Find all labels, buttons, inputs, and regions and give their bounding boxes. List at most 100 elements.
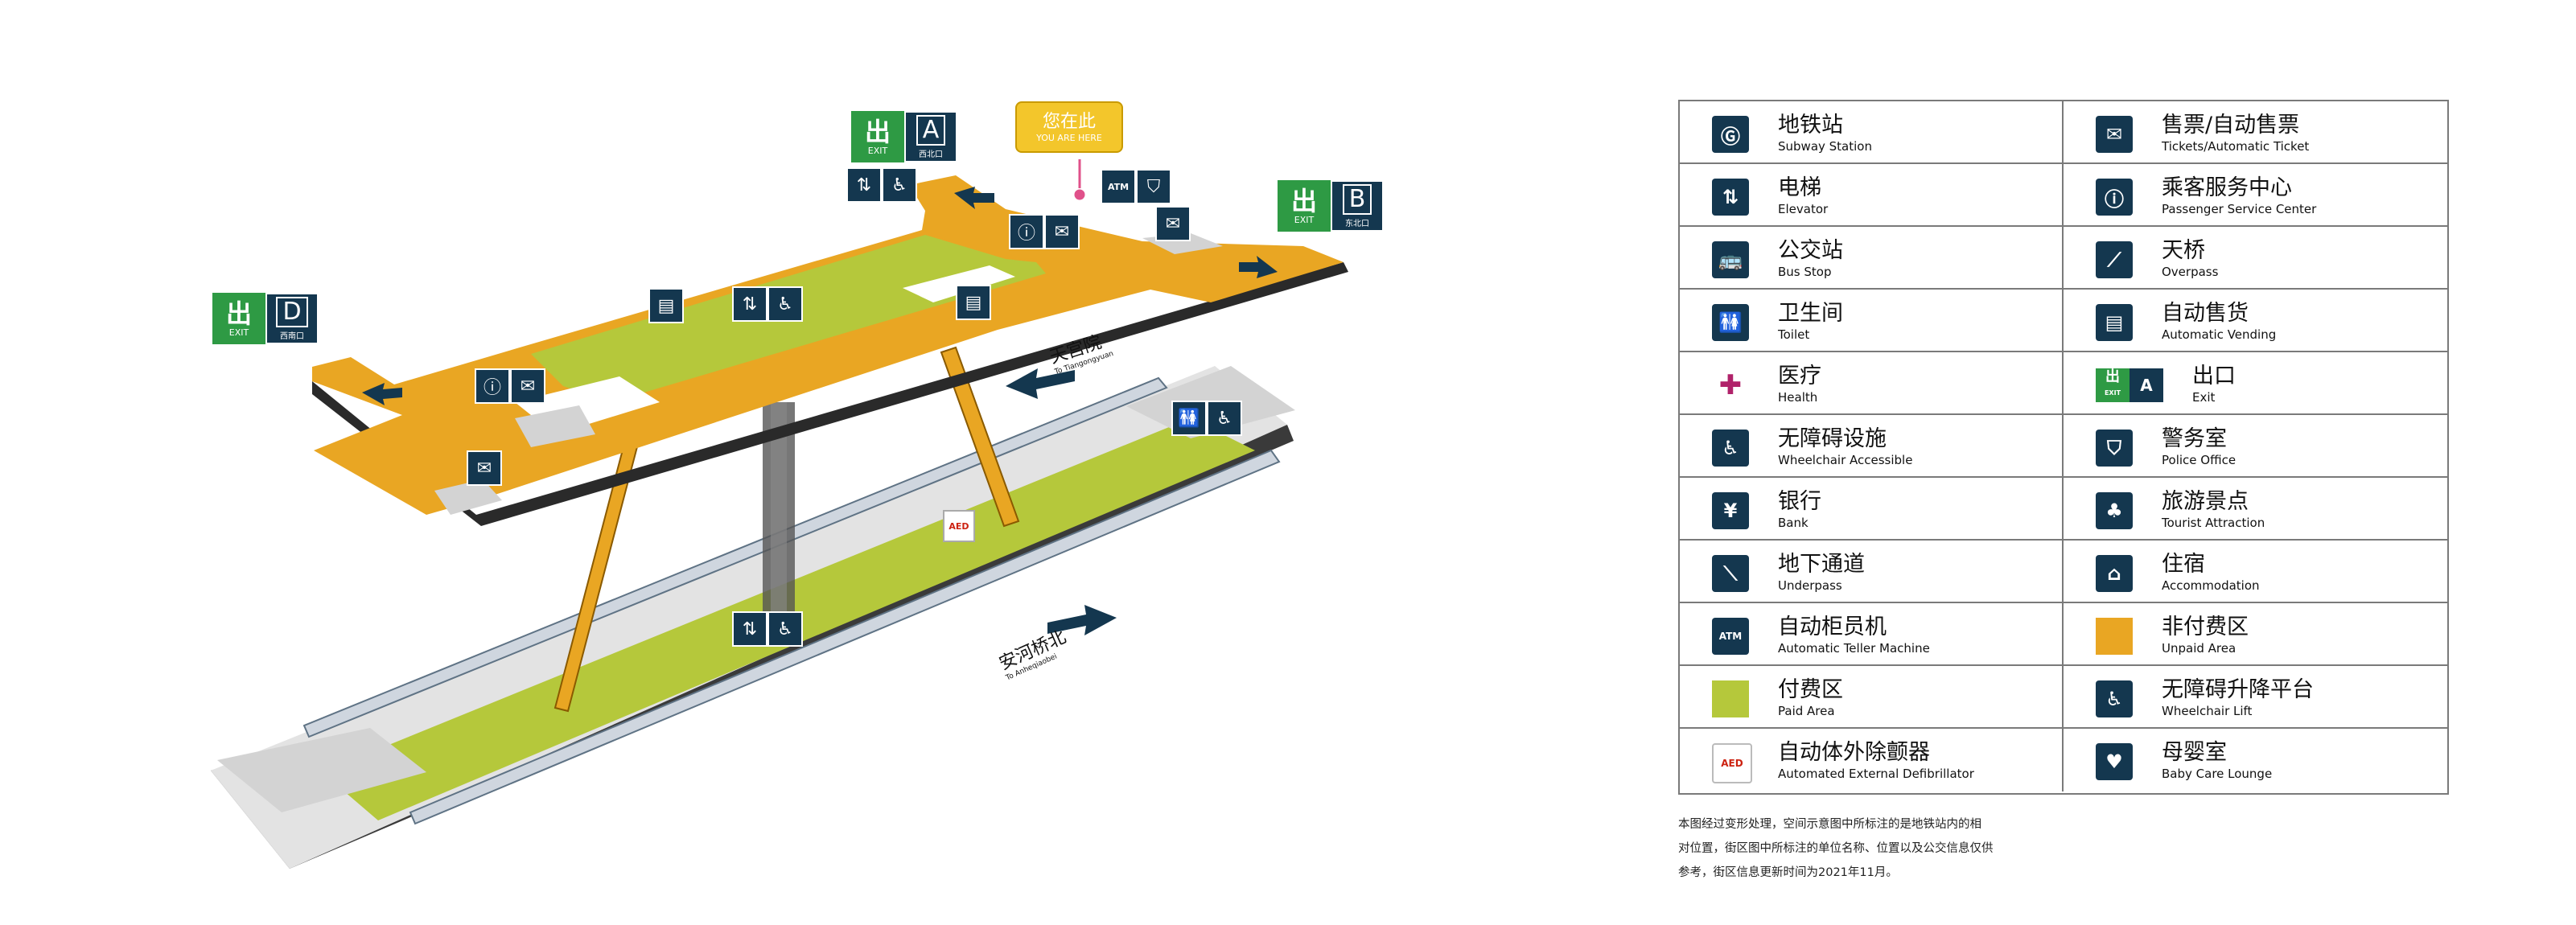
legend-label-cn: 电梯 <box>1778 175 1821 200</box>
legend-label-cn: 公交站 <box>1778 238 1843 263</box>
service-center-icon: ⓘ <box>2096 179 2133 216</box>
train-lower <box>409 449 1281 825</box>
arrow-exit-a <box>954 187 994 209</box>
exit-d-letter: D <box>276 296 308 327</box>
legend-label-en: Toilet <box>1778 327 1810 342</box>
baby-care-icon: ♥ <box>2096 743 2133 780</box>
legend-label-en: Elevator <box>1778 202 1829 216</box>
legend-label-en: Wheelchair Accessible <box>1778 453 1913 467</box>
exit-b-letter: B <box>1342 183 1372 215</box>
legend-label-cn: 卫生间 <box>1778 301 1843 326</box>
legend-label-cn: 天桥 <box>2162 238 2205 263</box>
map-aed-icon: AED <box>943 510 975 542</box>
station-3d-map: 出 EXIT A 西北口 出 EXIT B 东北口 出 EXIT D 西南口 您… <box>211 101 1384 869</box>
exit-icon-letter: A <box>2130 368 2163 402</box>
legend-item-unpaid: 非付费区 Unpaid Area <box>2064 603 2447 666</box>
legend-label-cn: 旅游景点 <box>2162 489 2249 514</box>
legend-label-en: Automated External Defibrillator <box>1778 767 1974 781</box>
wheelchair-lift-icon: ♿ <box>2096 680 2133 717</box>
exit-sign-d: 出 EXIT D 西南口 <box>212 293 319 344</box>
map-wheelchair-icon-p: ♿ <box>1207 401 1242 436</box>
map-ticket-icon-4: ✉ <box>467 450 502 486</box>
legend-label-en: Tourist Attraction <box>2162 516 2265 530</box>
bank-icon: ¥ <box>1712 492 1749 529</box>
legend-label-cn: 自动售货 <box>2162 301 2249 326</box>
exit-d-word: EXIT <box>228 327 249 338</box>
note-line-3: 参考，街区信息更新时间为2021年11月。 <box>1678 866 1898 879</box>
bed-icon: ⌂ <box>2096 555 2133 592</box>
exit-d-glyph: 出 <box>225 298 252 329</box>
legend-label-en: Unpaid Area <box>2162 641 2237 656</box>
legend-label-en: Exit <box>2192 390 2216 405</box>
elevator-shaft-light <box>771 402 787 615</box>
note-line-1: 本图经过变形处理，空间示意图中所标注的是地铁站内的相 <box>1678 818 1981 831</box>
legend-label-cn: 自动柜员机 <box>1778 615 1887 639</box>
platform-end-left <box>217 728 426 812</box>
exit-a-glyph: 出 <box>864 116 891 147</box>
legend-label-en: Automatic Vending <box>2162 327 2277 342</box>
toilet-icon: 🚻 <box>1712 304 1749 341</box>
map-elevator-icon-p: ⇅ <box>732 611 767 647</box>
map-wheelchair-icon-p2: ♿ <box>767 611 803 647</box>
legend-label-cn: 无障碍设施 <box>1778 426 1887 451</box>
legend-label-en: Automatic Teller Machine <box>1778 641 1930 656</box>
legend-label-en: Bank <box>1778 516 1809 530</box>
legend-label-en: Passenger Service Center <box>2162 202 2317 216</box>
legend-label-en: Bus Stop <box>1778 265 1832 279</box>
arrow-exit-d <box>362 383 402 405</box>
you-are-here-pin <box>1072 187 1088 203</box>
map-service-center-icon: ⓘ <box>1009 214 1044 249</box>
you-are-here-en: YOU ARE HERE <box>1036 132 1102 143</box>
map-vending-icon-2: ▤ <box>956 285 991 320</box>
exit-icon-glyph: 出 <box>2105 368 2120 385</box>
exit-a-letter: A <box>916 114 946 146</box>
exit-b-glyph: 出 <box>1290 185 1317 216</box>
vending-icon: ▤ <box>2096 304 2133 341</box>
station-map-svg <box>211 159 1348 869</box>
map-elevator-icon-c: ⇅ <box>732 286 767 322</box>
arrow-exit-b <box>1239 256 1278 278</box>
exit-icon: 出 EXIT A <box>2096 367 2163 404</box>
exit-b-sub: 东北口 <box>1345 219 1369 228</box>
legend-label-cn: 地下通道 <box>1778 552 1865 577</box>
map-wheelchair-icon-c: ♿ <box>767 286 803 322</box>
health-icon: ✚ <box>1712 367 1749 404</box>
legend-label-cn: 非付费区 <box>2162 615 2249 639</box>
legend-label-cn: 乘客服务中心 <box>2162 175 2292 200</box>
subway-icon: Ⓖ <box>1712 116 1749 153</box>
map-wheelchair-icon-a: ♿ <box>882 167 917 203</box>
legend-label-en: Underpass <box>1778 578 1842 593</box>
map-service-center-icon-2: ⓘ <box>475 368 510 404</box>
legend-label-en: Wheelchair Lift <box>2162 704 2253 718</box>
legend-item-service-center: ⓘ 乘客服务中心 Passenger Service Center <box>2064 164 2447 227</box>
legend-label-cn: 自动体外除颤器 <box>1778 740 1930 765</box>
map-atm-icon: ATM <box>1101 169 1136 204</box>
ticket-icon: ✉ <box>2096 116 2133 153</box>
legend-label-en: Baby Care Lounge <box>2162 767 2273 781</box>
exit-icon-word: EXIT <box>2104 389 2121 397</box>
concourse-opening-right <box>903 265 1015 302</box>
legend-label-cn: 住宿 <box>2162 552 2205 577</box>
legend-label-cn: 警务室 <box>2162 426 2227 451</box>
exit-d-sub: 西南口 <box>280 331 304 341</box>
legend-label-en: Paid Area <box>1778 704 1835 718</box>
map-ticket-icon-3: ✉ <box>510 368 545 404</box>
exit-a-word: EXIT <box>867 145 888 156</box>
exit-a-sub: 西北口 <box>919 150 943 159</box>
paid-swatch <box>1712 680 1749 717</box>
